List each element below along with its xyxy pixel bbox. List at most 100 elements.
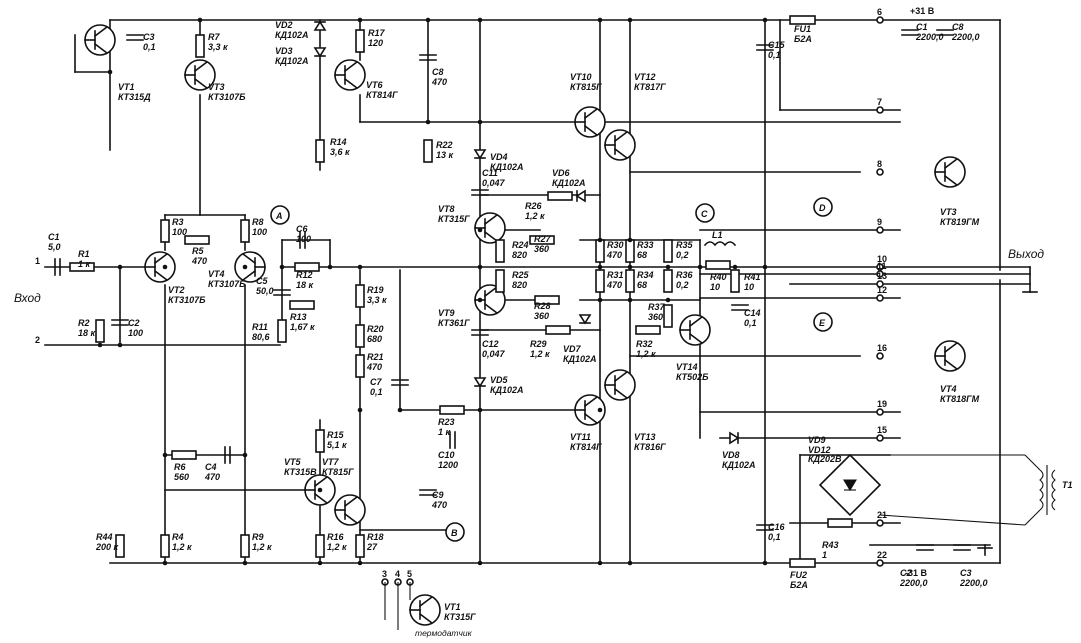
svg-text:1,2 к: 1,2 к [327,542,347,552]
svg-text:C8: C8 [432,67,444,77]
resistor-r15 [315,429,325,453]
svg-text:9: 9 [877,217,882,227]
transistor-vt3a [184,59,216,91]
svg-text:10: 10 [710,282,720,292]
svg-text:4: 4 [395,569,400,579]
svg-text:C12: C12 [482,339,499,349]
diode-vd5 [473,377,487,388]
svg-text:R14: R14 [330,137,347,147]
svg-text:T1: T1 [1062,480,1073,490]
svg-text:2200,0: 2200,0 [959,578,988,588]
resistor-r27 [529,235,555,245]
resistor-r18 [355,534,365,558]
svg-text:КД202В: КД202В [808,454,842,464]
svg-text:80,6: 80,6 [252,332,271,342]
svg-text:R28: R28 [534,301,551,311]
svg-text:D: D [819,203,826,213]
svg-text:360: 360 [534,311,549,321]
svg-text:0,047: 0,047 [482,178,506,188]
svg-text:6: 6 [877,7,882,17]
resistor-r40 [705,260,731,270]
capacitor-c3a [126,34,144,41]
svg-text:100: 100 [296,234,311,244]
input-pin-2: 2 [35,335,40,345]
svg-text:C3: C3 [143,32,155,42]
svg-text:КД102А: КД102А [275,56,309,66]
label-c1: C15,0 [48,232,61,252]
resistor-r23 [439,405,465,415]
svg-text:R20: R20 [367,324,384,334]
svg-text:FU2: FU2 [790,570,807,580]
resistor-r22 [423,139,433,163]
label-r1: R11 к [78,249,91,269]
svg-text:C11: C11 [482,168,498,178]
svg-text:16: 16 [877,343,887,353]
inductor-l1 [703,241,737,247]
svg-text:0,1: 0,1 [370,387,383,397]
resistor-r24 [495,239,505,263]
terminal-10: 10 [876,254,887,271]
svg-text:R18: R18 [367,532,384,542]
terminal-6: 6 [876,7,884,24]
svg-text:1,2 к: 1,2 к [525,211,545,221]
svg-text:B: B [451,528,458,538]
label-l1: L1 [712,230,723,240]
svg-text:КД102А: КД102А [490,385,524,395]
svg-text:КТ819ГМ: КТ819ГМ [940,217,980,227]
fuse-fu1 [789,15,816,25]
svg-text:0,2: 0,2 [676,250,689,260]
svg-text:VT13: VT13 [634,432,656,442]
svg-text:VT8: VT8 [438,204,455,214]
svg-text:VD7: VD7 [563,344,582,354]
svg-text:5,0: 5,0 [48,242,61,252]
svg-text:2200,0: 2200,0 [951,32,980,42]
svg-text:VD6: VD6 [552,168,571,178]
resistor-r41 [730,269,740,293]
test-point-c: C [695,203,715,223]
svg-text:1,2 к: 1,2 к [252,542,272,552]
supply-plus-label: +31 В [910,6,935,16]
resistor-r26 [547,191,573,201]
svg-text:VT3: VT3 [208,82,225,92]
svg-text:120: 120 [368,38,383,48]
svg-text:2200,0: 2200,0 [899,578,928,588]
svg-text:0,1: 0,1 [768,50,781,60]
capacitor-c2p [916,544,934,551]
svg-text:R16: R16 [327,532,345,542]
svg-text:КД102А: КД102А [722,460,756,470]
terminal-9: 9 [876,217,884,234]
svg-text:R4: R4 [172,532,184,542]
svg-text:3,3 к: 3,3 к [208,42,228,52]
svg-text:VD12: VD12 [808,445,831,455]
svg-text:C8: C8 [952,22,964,32]
svg-text:R11: R11 [252,322,268,332]
svg-text:КТ814Г: КТ814Г [570,442,602,452]
svg-text:R21: R21 [367,352,384,362]
terminal-13: 13 [876,271,887,288]
svg-text:R29: R29 [530,339,547,349]
svg-text:27: 27 [366,542,378,552]
resistor-r6 [171,450,197,460]
diode-vd3 [313,47,327,58]
svg-text:1: 1 [822,550,827,560]
svg-text:68: 68 [637,250,647,260]
svg-text:C14: C14 [744,308,761,318]
